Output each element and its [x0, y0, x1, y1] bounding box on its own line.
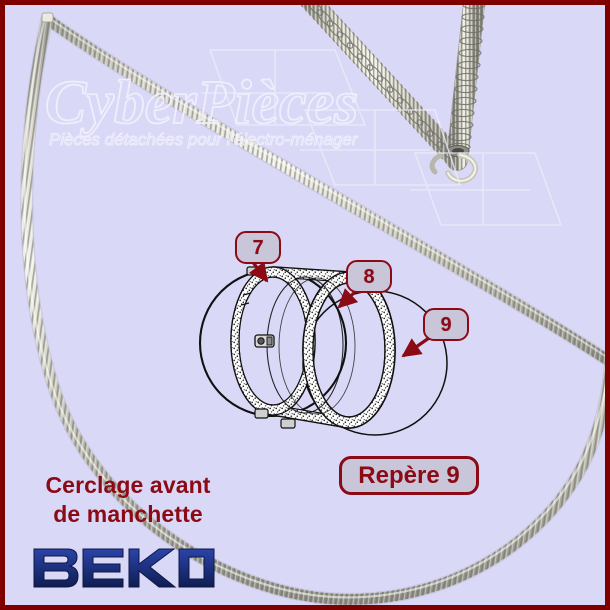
- clamp-tensioner: [254, 334, 275, 348]
- brand-logo: [33, 548, 215, 588]
- callout-badge-9[interactable]: 9: [423, 308, 469, 341]
- callout-badge-8[interactable]: 8: [346, 260, 392, 293]
- product-caption: Cerclage avant de manchette: [23, 471, 233, 530]
- caption-line-1: Cerclage avant: [45, 472, 211, 498]
- repere-badge-label: Repère 9: [358, 461, 460, 489]
- callout-label-7: 7: [252, 236, 264, 259]
- callout-label-8: 8: [363, 265, 375, 288]
- caption-line-2: de manchette: [53, 501, 203, 528]
- repere-badge[interactable]: Repère 9: [339, 456, 479, 495]
- callout-badge-7[interactable]: 7: [235, 231, 281, 264]
- callout-label-9: 9: [440, 313, 452, 336]
